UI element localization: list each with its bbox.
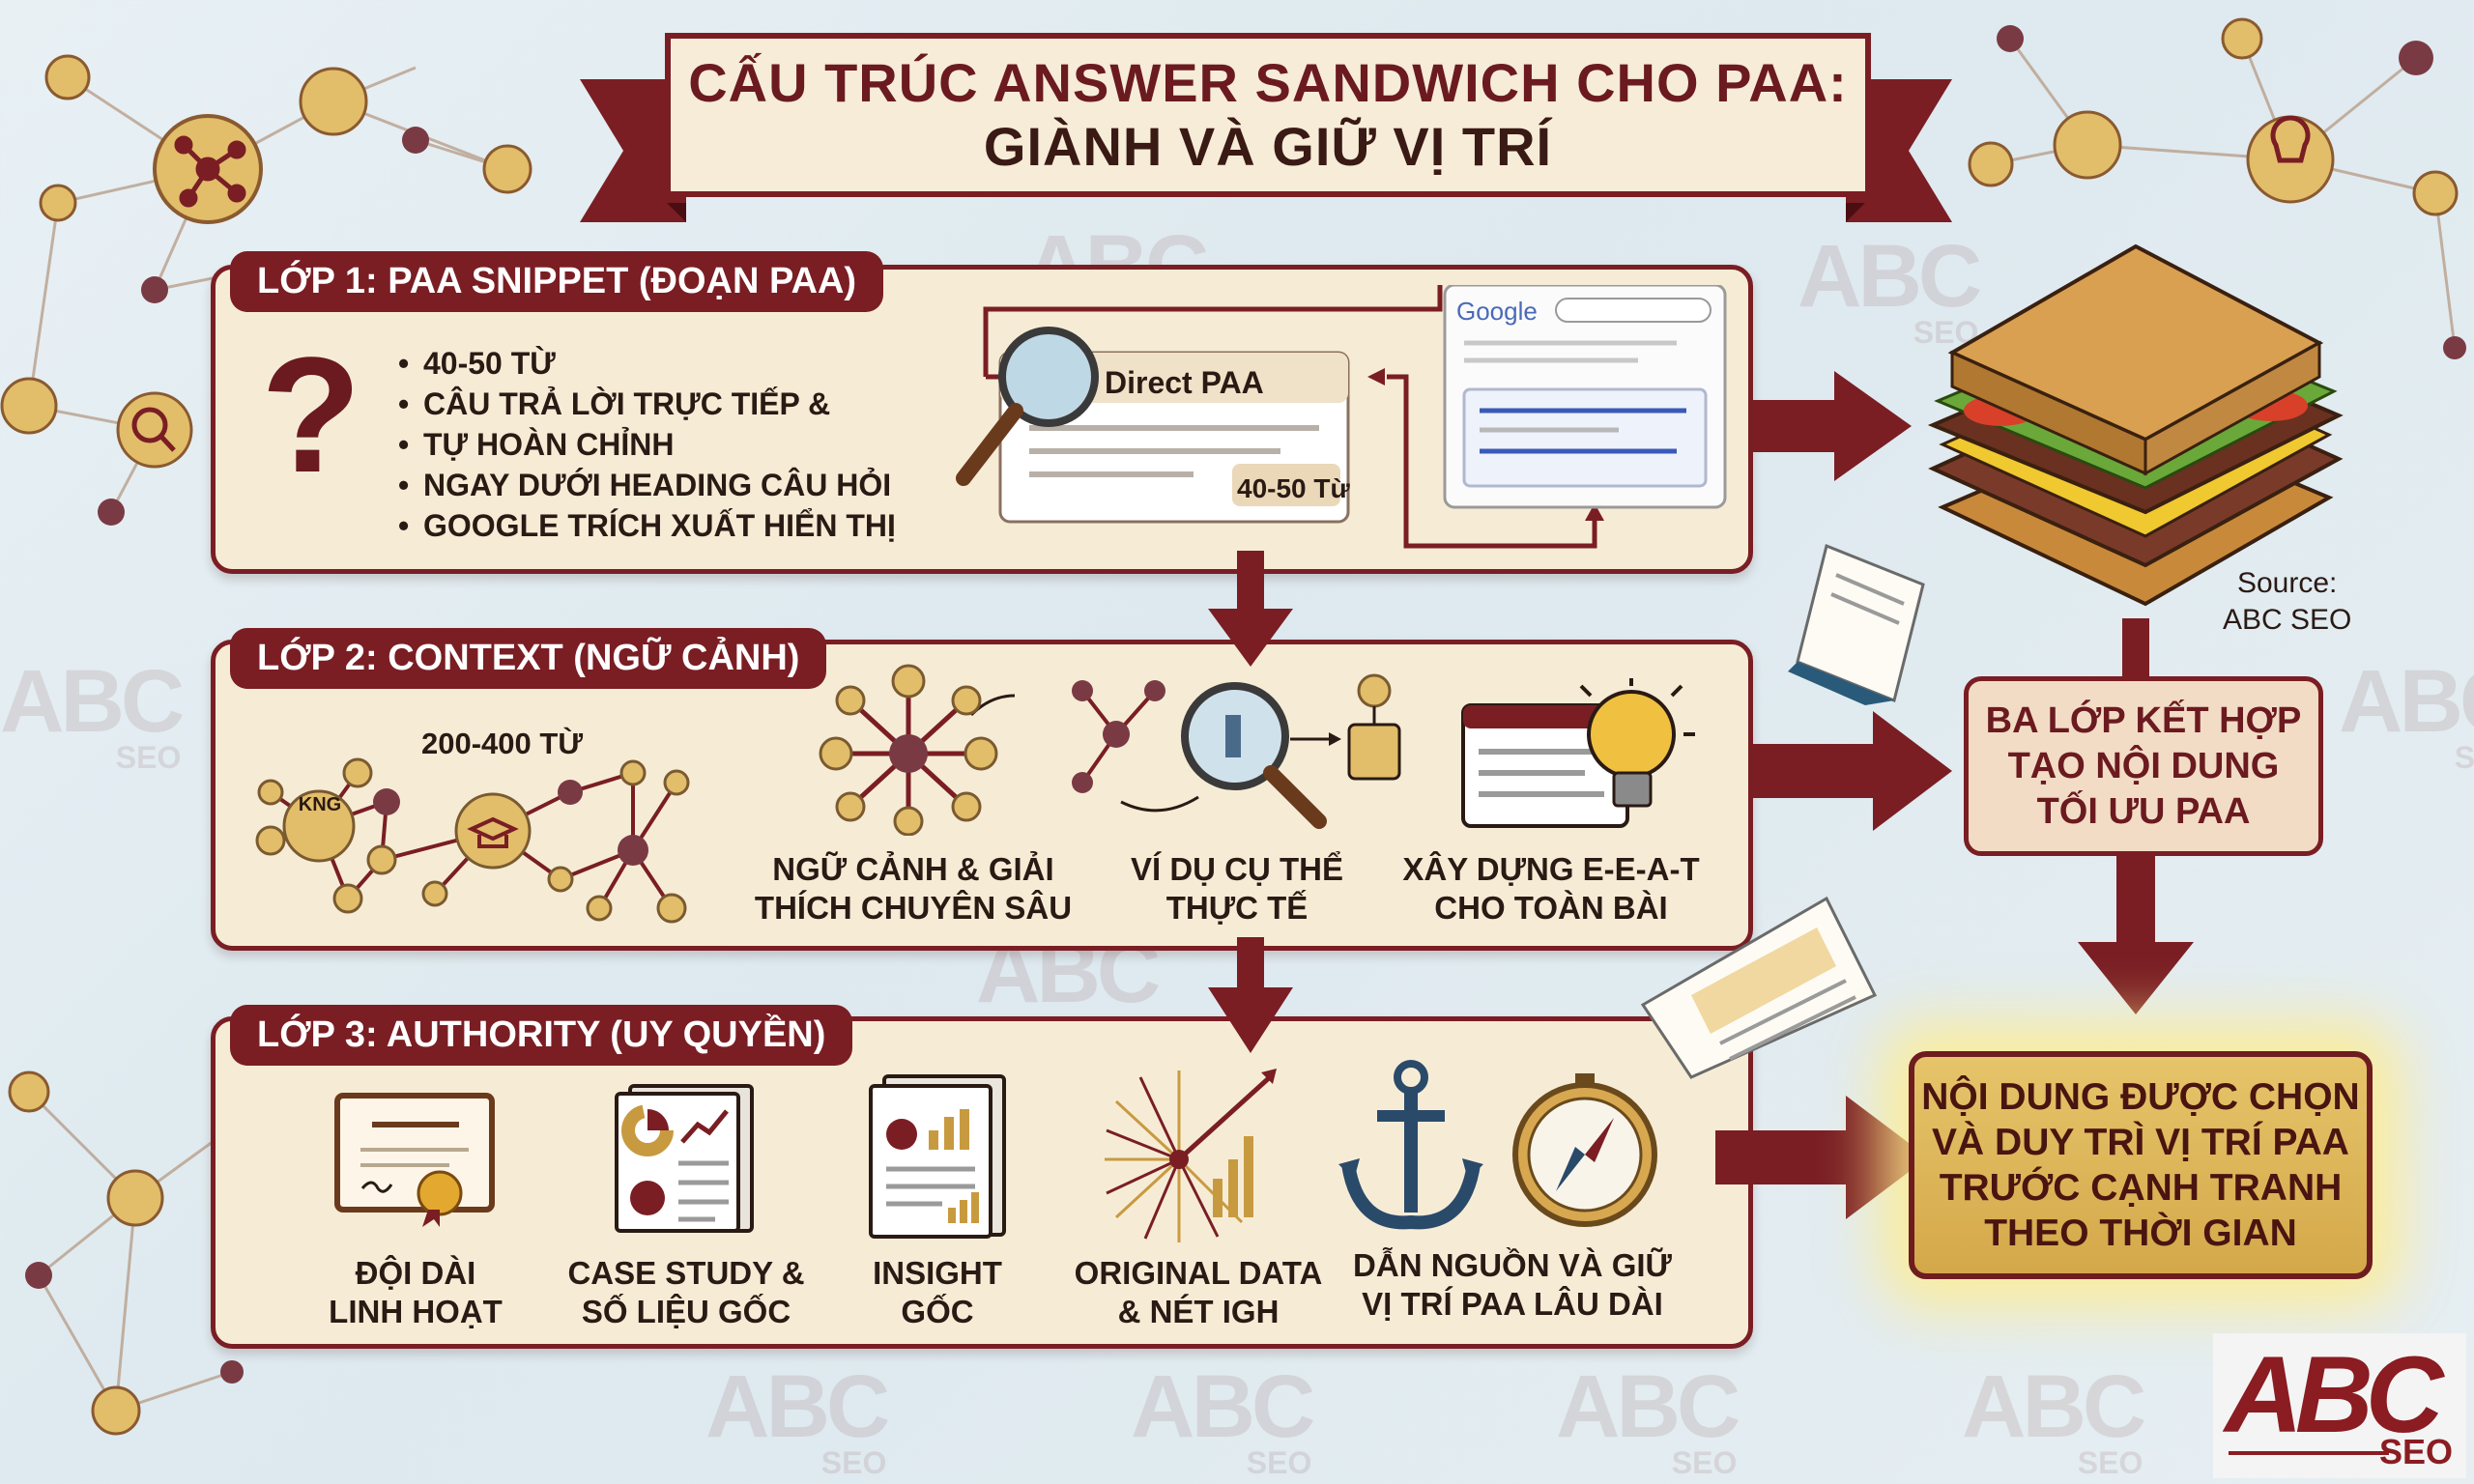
authority-item-4-label: ORIGINAL DATA& NÉT IGH (1074, 1255, 1323, 1329)
bullet-item: 40-50 TỪ (398, 343, 896, 384)
word-count-badge: 40-50 Từ (1237, 473, 1350, 503)
title-ribbon (580, 79, 1952, 222)
final-outcome-box: NỘI DUNG ĐƯỢC CHỌN VÀ DUY TRÌ VỊ TRÍ PAA… (1909, 1051, 2373, 1279)
chart-document-icon (869, 1074, 1006, 1239)
layer-2-tag: LỚP 2: CONTEXT (NGỮ CẢNH) (230, 628, 827, 689)
context-word-count: 200-400 TỪ (421, 727, 584, 760)
magnifier-icon (1072, 673, 1401, 829)
paa-illustration (956, 285, 1727, 549)
bullet-item: NGAY DƯỚI HEADING CÂU HỎI (398, 465, 896, 505)
direct-paa-title: Direct PAA (1105, 365, 1264, 400)
authority-item-2-label: CASE STUDY &SỐ LIỆU GỐC (567, 1255, 805, 1329)
data-burst-icon (1105, 1069, 1277, 1242)
document-paper-icon (1788, 543, 1925, 705)
question-mark-icon: ? (261, 324, 361, 507)
title-banner: CẤU TRÚC ANSWER SANDWICH CHO PAA: GIÀNH … (665, 33, 1871, 197)
google-logo: Google (1456, 297, 1538, 326)
certificate-icon (334, 1093, 495, 1227)
network-icon (819, 664, 1016, 836)
layer-3-tag: LỚP 3: AUTHORITY (UY QUYỀN) (230, 1005, 853, 1066)
bullet-item: GOOGLE TRÍCH XUẤT HIỂN THỊ (398, 505, 896, 546)
title-line-1: CẤU TRÚC ANSWER SANDWICH CHO PAA: (688, 52, 1848, 113)
layer-1-tag: LỚP 1: PAA SNIPPET (ĐOẠN PAA) (230, 251, 884, 312)
bullet-item: CÂU TRẢ LỜI TRỰC TIẾP & (398, 384, 896, 424)
bullet-item: TỰ HOÀN CHỈNH (398, 424, 896, 465)
knowledge-graph-icon (255, 757, 690, 924)
combine-result-box: BA LỚP KẾT HỢP TẠO NỘI DUNG TỐI ƯU PAA (1964, 676, 2323, 856)
source-note: Source:ABC SEO (2223, 567, 2352, 636)
document-paper-icon (1640, 896, 1878, 1079)
sandwich-icon (1927, 243, 2344, 607)
brand-logo: ABC SEO (2213, 1333, 2466, 1478)
anchor-compass-icon (1338, 1060, 1657, 1230)
layer-1-bullets: 40-50 TỪ CÂU TRẢ LỜI TRỰC TIẾP & TỰ HOÀN… (398, 343, 896, 546)
kng-node-label: KNG (298, 794, 342, 815)
title-line-2: GIÀNH VÀ GIỮ VỊ TRÍ (983, 116, 1553, 177)
lightbulb-icon (1461, 678, 1695, 828)
report-icon (615, 1084, 754, 1233)
